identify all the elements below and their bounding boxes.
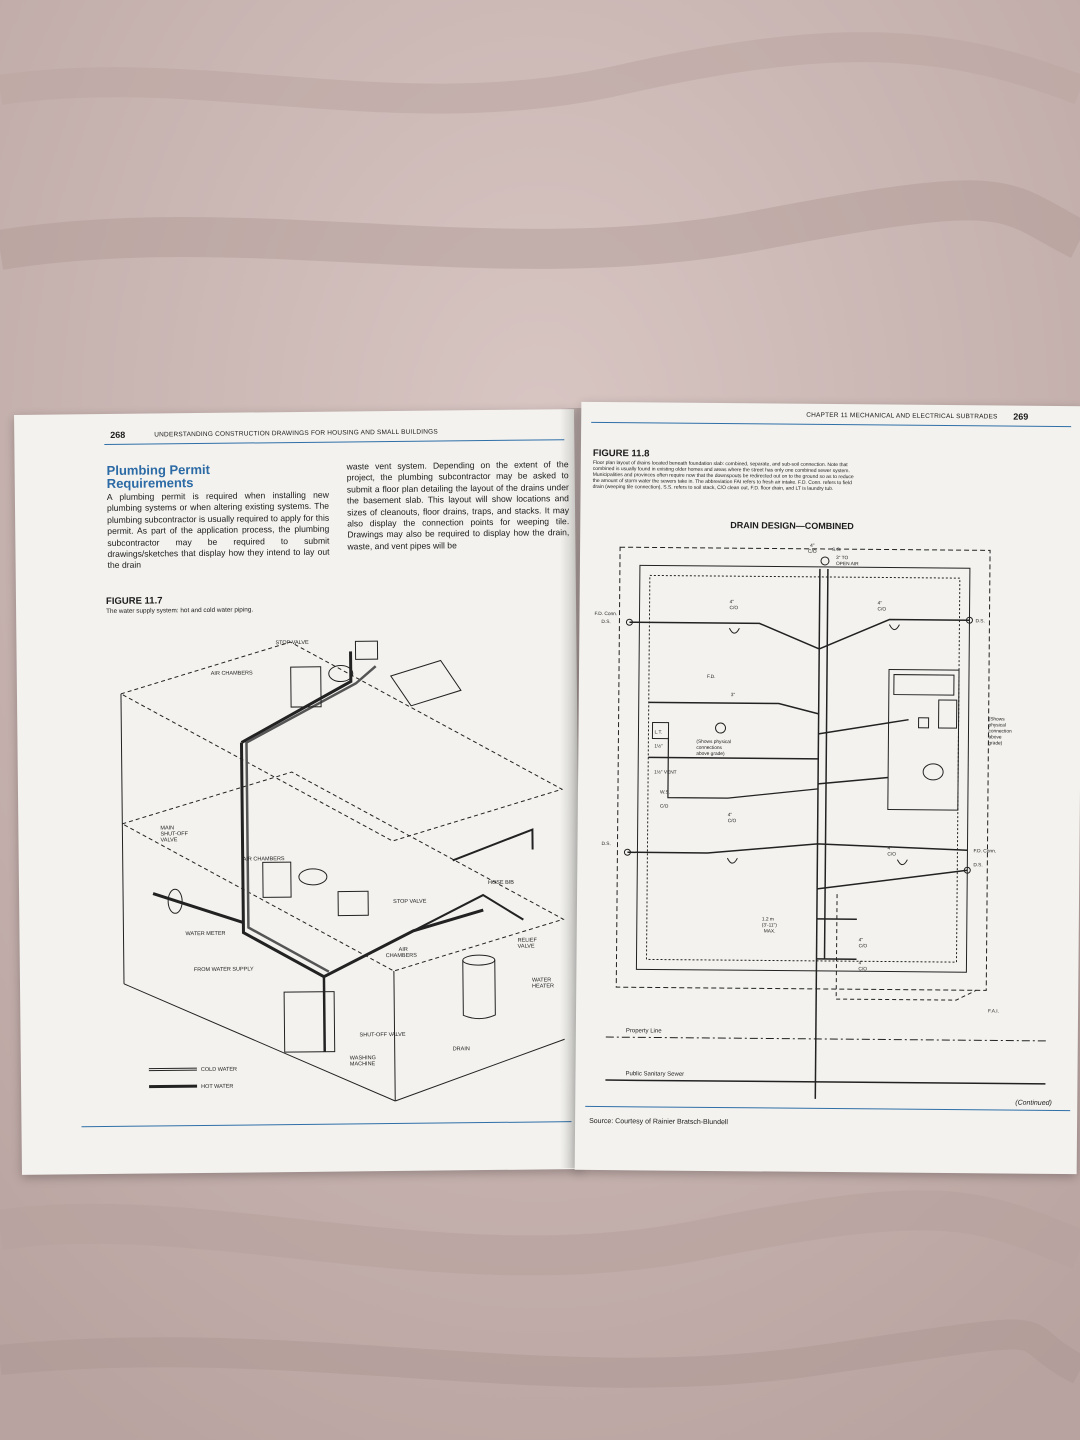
label-shows-2: connections (696, 745, 722, 751)
label-co: C/O (858, 966, 867, 972)
water-supply-isometric-diagram: STOP VALVE AIR CHAMBERS MAIN SHUT-OFF VA… (119, 640, 565, 1102)
label-ds: D.S. (601, 841, 610, 847)
label-co: C/O (878, 606, 887, 612)
label-water-heater-2: HEATER (532, 983, 554, 989)
paragraph-col2: waste vent system. Depending on the exte… (346, 459, 570, 552)
label-four-in: 4" (859, 937, 864, 943)
label-fd-conn: F.D. Conn. (973, 848, 996, 854)
running-head: CHAPTER 11 MECHANICAL AND ELECTRICAL SUB… (806, 411, 998, 421)
drain-plan-diagram: 4" C/O S.S. 3" TO OPEN AIR F.D. Conn. D.… (594, 543, 1046, 1099)
label-ws: W.S. (660, 790, 670, 796)
label-stop-valve-mid: STOP VALVE (393, 899, 427, 905)
label-water-meter: WATER METER (185, 931, 225, 937)
label-air-chambers-low-2: CHAMBERS (386, 953, 418, 959)
legend-cold-water: COLD WATER (201, 1067, 237, 1073)
label-fd: F.D. (707, 674, 716, 680)
label-main-shutoff-1: MAIN (160, 825, 174, 831)
label-drain: DRAIN (453, 1046, 470, 1052)
left-page: 268 UNDERSTANDING CONSTRUCTION DRAWINGS … (14, 409, 582, 1175)
paragraph-col1: A plumbing permit is required when insta… (106, 489, 330, 571)
label-ds: D.S. (601, 619, 610, 625)
label-four-in: 4" (810, 543, 815, 549)
figure-caption: The water supply system: hot and cold wa… (106, 606, 254, 615)
label-co: C/O (730, 605, 739, 611)
label-relief-valve-2: VALVE (518, 944, 535, 950)
label-property-line: Property Line (626, 1028, 662, 1034)
label-four-in: 4" (887, 846, 892, 852)
page-number: 268 (110, 429, 126, 440)
source-credit: Source: Courtesy of Rainier Bratsch-Blun… (589, 1117, 729, 1127)
label-hose-bib: HOSE BIB (488, 880, 514, 886)
label-vent: 1½" VENT (654, 768, 677, 775)
label-co: C/O (808, 549, 817, 555)
label-lt: L.T. (654, 729, 662, 735)
page-number: 269 (1013, 411, 1029, 422)
label-r-shows-2: physical (989, 722, 1006, 728)
label-public-sewer: Public Sanitary Sewer (625, 1071, 684, 1078)
label-shutoff-valve: SHUT-OFF VALVE (360, 1032, 406, 1038)
label-main-shutoff-2: SHUT-OFF (160, 831, 188, 837)
diagram-title: DRAIN DESIGN—COMBINED (730, 520, 854, 532)
label-four-in: 4" (878, 600, 883, 606)
label-dim-1: 1.2 m (762, 916, 774, 922)
label-air-chambers-top: AIR CHAMBERS (211, 670, 253, 676)
label-three-in: 3" (731, 692, 736, 698)
label-four-in: 4" (728, 812, 733, 818)
figure-label: FIGURE 11.8 (592, 447, 650, 460)
legend-hot-swatch (149, 1084, 198, 1089)
figure-label: FIGURE 11.7 (105, 595, 163, 607)
label-four-in: 4" (858, 960, 863, 966)
label-from-water-supply: FROM WATER SUPPLY (194, 966, 254, 973)
label-relief-valve-1: RELIEF (518, 938, 538, 944)
label-shows-1: (Shows physical (696, 739, 731, 745)
label-co: C/O (859, 943, 868, 949)
label-dim-3: MAX. (764, 928, 776, 934)
label-three-to-2: OPEN AIR (836, 561, 859, 567)
label-stop-valve-top: STOP VALVE (275, 640, 309, 646)
label-co: C/O (887, 852, 896, 858)
label-r-shows-3: connection (988, 728, 1012, 734)
label-one-half: 1½" (654, 742, 663, 749)
label-r-shows-1: (Shows (989, 716, 1006, 722)
legend-hot-water: HOT WATER (201, 1084, 233, 1090)
label-co: C/O (728, 818, 737, 824)
label-fd-conn: F.D. Conn. (594, 611, 617, 617)
label-dim-2: (3'-11") (762, 922, 778, 928)
label-air-chambers-mid: AIR CHAMBERS (243, 856, 285, 862)
figure-caption: Floor plan layout of drains located bene… (593, 460, 1073, 494)
label-shows-3: above grade) (696, 751, 725, 757)
label-ds: D.S. (973, 862, 982, 868)
label-four-in: 4" (730, 599, 735, 605)
label-washing-machine-1: WASHING (350, 1055, 376, 1061)
label-r-shows-5: grade) (988, 740, 1002, 746)
section-title-line2: Requirements (106, 475, 194, 491)
label-r-shows-4: above (988, 734, 1001, 740)
running-head: UNDERSTANDING CONSTRUCTION DRAWINGS FOR … (154, 428, 438, 439)
label-water-heater-1: WATER (532, 977, 551, 983)
label-air-chambers-low-1: AIR (399, 947, 408, 953)
label-three-to-1: 3" TO (836, 555, 849, 561)
continued-note: (Continued) (1015, 1099, 1052, 1107)
right-page: CHAPTER 11 MECHANICAL AND ELECTRICAL SUB… (574, 401, 1080, 1175)
label-fai: F.A.I. (988, 1008, 999, 1014)
label-ds: D.S. (975, 618, 984, 624)
label-co: C/O (660, 804, 669, 810)
label-ss: S.S. (832, 547, 841, 553)
label-main-shutoff-3: VALVE (160, 837, 177, 843)
label-washing-machine-2: MACHINE (350, 1061, 376, 1067)
